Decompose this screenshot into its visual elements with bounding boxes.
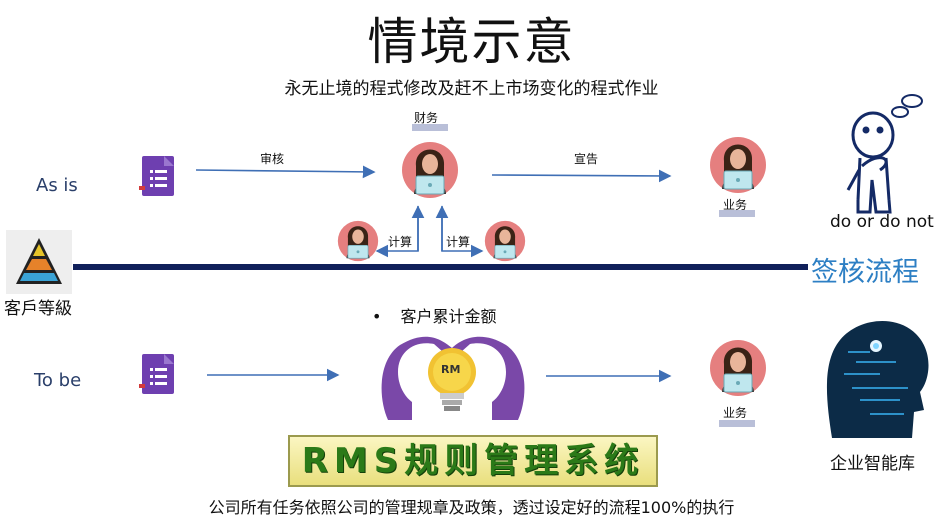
declare-arrow (491, 169, 672, 183)
finance-label: 财务 (414, 111, 439, 125)
person-laptop-icon-finance (401, 141, 459, 199)
review-arrow (195, 165, 376, 179)
rms-title-box: RMS规则管理系统 (288, 435, 658, 487)
declare-label: 宣告 (574, 152, 599, 166)
sign-flow-label: 签核流程 (811, 257, 919, 288)
page-title: 情境示意 (367, 13, 576, 71)
footer-text: 公司所有任务依照公司的管理规章及政策，透过设定好的流程100%的执行 (208, 498, 735, 517)
head-circuit-icon (826, 321, 929, 438)
calc-right-label: 计算 (446, 235, 471, 249)
pyramid-icon (6, 230, 72, 294)
rm-label: RM (441, 363, 461, 376)
section-divider (73, 264, 808, 270)
person-laptop-icon-calc-left (337, 220, 379, 262)
thinking-man-icon (846, 94, 923, 214)
review-label: 审核 (260, 152, 285, 166)
calc-left-label: 计算 (388, 235, 413, 249)
brain-bulb-icon (381, 336, 525, 420)
person-laptop-icon-calc-right (484, 220, 526, 262)
person-laptop-icon-tobe-business (709, 339, 767, 397)
to-be-label: To be (34, 370, 82, 391)
page-subtitle: 永无止境的程式修改及赶不上市场变化的程式作业 (284, 79, 659, 99)
customer-tier-label: 客戶等級 (4, 299, 72, 319)
bullet-dot: • (372, 307, 382, 326)
as-is-label: As is (36, 175, 78, 196)
tobe-business-label: 业务 (723, 406, 748, 420)
bullet-item: • 客户累计金额 (372, 303, 497, 327)
bullet-text: 客户累计金额 (400, 307, 497, 326)
business-label: 业务 (723, 198, 748, 212)
do-or-do-not-label: do or do not (830, 212, 934, 232)
form-icon (139, 156, 174, 196)
enterprise-library-label: 企业智能库 (830, 454, 915, 474)
form-icon-tobe (139, 354, 174, 394)
person-laptop-icon-business (709, 136, 767, 194)
